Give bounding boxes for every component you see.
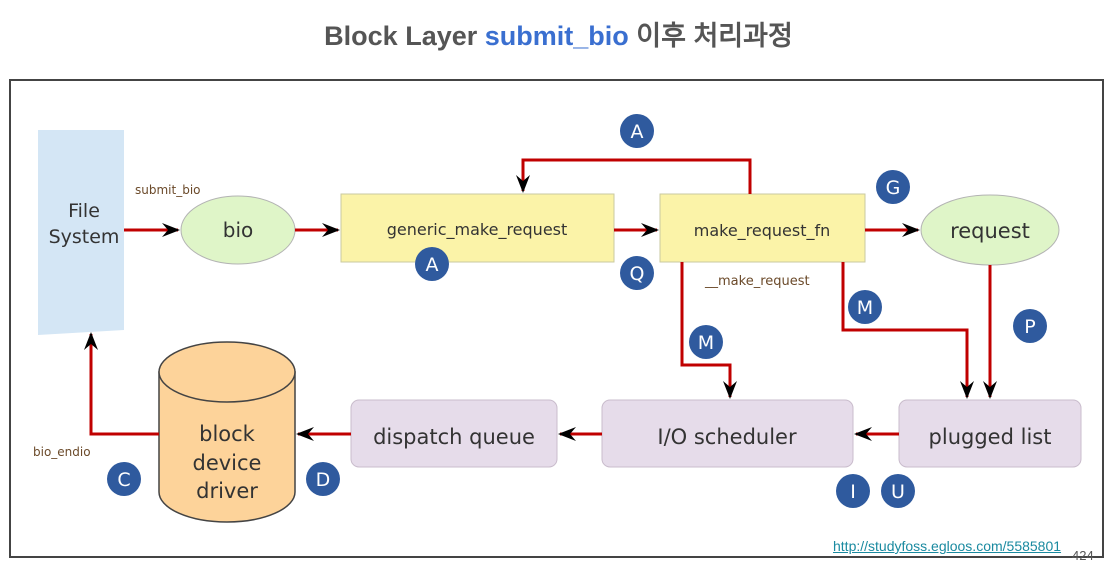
source-link[interactable]: http://studyfoss.egloos.com/5585801 bbox=[833, 538, 1062, 554]
arrow-fn-loop-to-generic bbox=[516, 158, 752, 194]
generic-make-request-label: generic_make_request bbox=[387, 220, 568, 240]
marker-m-right: M bbox=[848, 290, 882, 324]
driver-label-line2: device bbox=[193, 451, 262, 475]
marker-p: P bbox=[1013, 309, 1047, 343]
file-system-label-line1: File bbox=[68, 200, 100, 222]
marker-a-bottom: A bbox=[415, 247, 449, 281]
marker-g: G bbox=[876, 170, 910, 204]
svg-text:M: M bbox=[698, 332, 714, 354]
svg-text:I: I bbox=[850, 481, 856, 503]
generic-make-request-box bbox=[340, 193, 615, 263]
marker-q: Q bbox=[620, 256, 654, 290]
request-label: request bbox=[950, 219, 1030, 243]
page-number: 424 bbox=[1072, 548, 1094, 563]
svg-text:G: G bbox=[886, 177, 901, 199]
arrow-fn-to-plugged bbox=[841, 262, 974, 399]
plugged-list-label: plugged list bbox=[929, 425, 1052, 449]
marker-u: U bbox=[881, 474, 915, 508]
arrow-driver-to-fs bbox=[84, 332, 159, 436]
bio-endio-edge-label: bio_endio bbox=[33, 445, 91, 459]
svg-text:C: C bbox=[117, 469, 130, 491]
driver-label-line1: block bbox=[199, 422, 256, 446]
marker-d: D bbox=[306, 462, 340, 496]
title-suffix: 이후 처리과정 bbox=[628, 21, 793, 51]
marker-m-left: M bbox=[689, 325, 723, 359]
marker-i: I bbox=[836, 474, 870, 508]
make-request-fn-label: make_request_fn bbox=[694, 221, 831, 241]
file-system-label-line2: System bbox=[49, 226, 120, 248]
make-request-edge-label: __make_request bbox=[704, 274, 810, 289]
svg-text:P: P bbox=[1024, 316, 1035, 338]
svg-text:M: M bbox=[857, 297, 873, 319]
dispatch-queue-label: dispatch queue bbox=[373, 425, 535, 449]
svg-text:D: D bbox=[316, 469, 331, 491]
title-highlight: submit_bio bbox=[484, 21, 629, 51]
submit-bio-edge-label: submit_bio bbox=[135, 183, 201, 197]
file-system-block bbox=[38, 130, 124, 335]
title-prefix: Block Layer bbox=[324, 21, 485, 51]
svg-text:A: A bbox=[631, 121, 644, 143]
marker-a-top: A bbox=[620, 114, 654, 148]
bio-label: bio bbox=[223, 218, 254, 242]
driver-label-line3: driver bbox=[196, 479, 258, 503]
svg-text:Q: Q bbox=[630, 263, 645, 285]
svg-text:U: U bbox=[891, 481, 905, 503]
make-request-fn-box bbox=[659, 193, 866, 263]
io-scheduler-label: I/O scheduler bbox=[657, 425, 797, 449]
arrow-fn-to-scheduler bbox=[680, 262, 737, 399]
page-title: Block Layer submit_bio 이후 처리과정 bbox=[0, 14, 1117, 53]
svg-text:A: A bbox=[426, 254, 439, 276]
block-device-driver bbox=[158, 341, 296, 523]
marker-c: C bbox=[107, 462, 141, 496]
